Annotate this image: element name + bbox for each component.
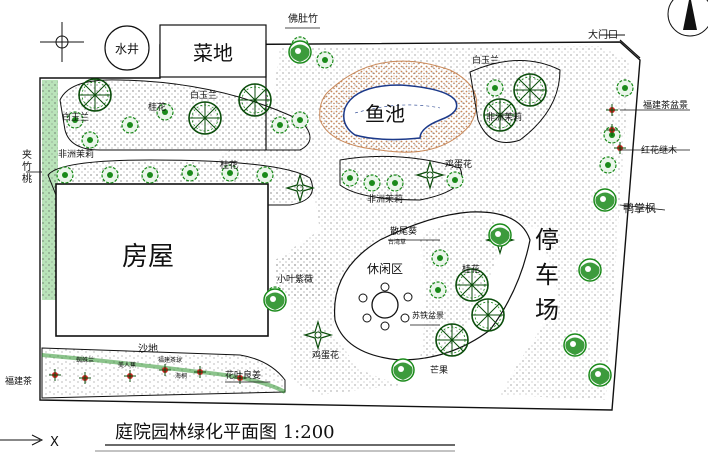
house-label: 房屋	[122, 242, 174, 272]
bed-top-left	[59, 79, 311, 151]
well-label: 水井	[115, 42, 139, 56]
lawn-patch	[275, 251, 334, 301]
osmanthus-3-label: 桂花	[462, 263, 480, 275]
house-rect	[55, 183, 269, 337]
eggflower-2-label: 鸡蛋花	[312, 349, 339, 361]
veg-garden-label: 菜地	[193, 41, 233, 65]
bamboo-left-3: 桃	[22, 172, 32, 185]
maple-label: 鸭掌枫	[623, 201, 656, 215]
bamboo-left-1: 夹	[22, 148, 32, 161]
bamboo-left-2: 竹	[22, 160, 32, 173]
crosshair-icon	[40, 22, 84, 62]
table	[371, 291, 399, 319]
fujian-azalea-label: 福建茶盆景	[643, 99, 688, 111]
small-label-2: 美人蕉	[118, 361, 136, 369]
bailan-1-label: 白玉兰	[190, 89, 217, 101]
scattered-tail-label: 散尾葵	[390, 225, 417, 237]
veg-garden-rect	[159, 24, 267, 78]
red-loropetalum-label: 红花继木	[641, 144, 677, 156]
small-label-5: 福建茶球	[158, 356, 182, 364]
axis-x-label: X	[50, 435, 59, 450]
jasmine-3-label: 非洲茉莉	[367, 193, 403, 205]
osmanthus-2-label: 桂花	[220, 159, 238, 171]
sandy-label: 沙地	[138, 342, 158, 355]
bamboo-strip-texture	[42, 80, 58, 300]
bamboo-top-label: 佛肚竹	[288, 12, 318, 25]
plan-title: 庭院园林绿化平面图 1:200	[115, 422, 335, 443]
small-label-3: 海桐	[175, 372, 187, 380]
stools	[358, 282, 413, 331]
small-leaf-purple-label: 小叶紫薇	[277, 273, 313, 285]
fish-pond	[343, 84, 458, 141]
bailan-2-label: 白玉兰	[62, 111, 89, 123]
parking-char-3: 场	[535, 296, 559, 324]
parking-char-2: 车	[535, 261, 559, 289]
crape-label: 花叶良姜	[225, 369, 261, 381]
bailan-3-label: 白玉兰	[472, 54, 499, 66]
gate-label: 大门口	[588, 28, 618, 41]
palm-label: 苏铁盆景	[412, 310, 444, 320]
well-circle	[104, 25, 150, 71]
rest-area-label: 休闲区	[367, 262, 403, 276]
fujian-tea-label: 福建茶	[5, 375, 32, 387]
small-label-4: 台湾草	[388, 238, 406, 246]
fish-pond-label: 鱼池	[365, 102, 405, 126]
jasmine-1-label: 非洲茉莉	[58, 148, 94, 160]
jasmine-2-label: 非洲茉莉	[486, 111, 522, 123]
mango-label: 芒果	[430, 364, 448, 376]
axis-arrow	[0, 434, 44, 446]
north-arrow-icon	[667, 0, 708, 37]
parking-char-1: 停	[535, 226, 559, 254]
eggflower-1-label: 鸡蛋花	[445, 158, 472, 170]
leader-lines	[26, 27, 690, 383]
osmanthus-1-label: 桂花	[148, 101, 166, 113]
small-label-1: 蜘蛛兰	[76, 356, 94, 364]
